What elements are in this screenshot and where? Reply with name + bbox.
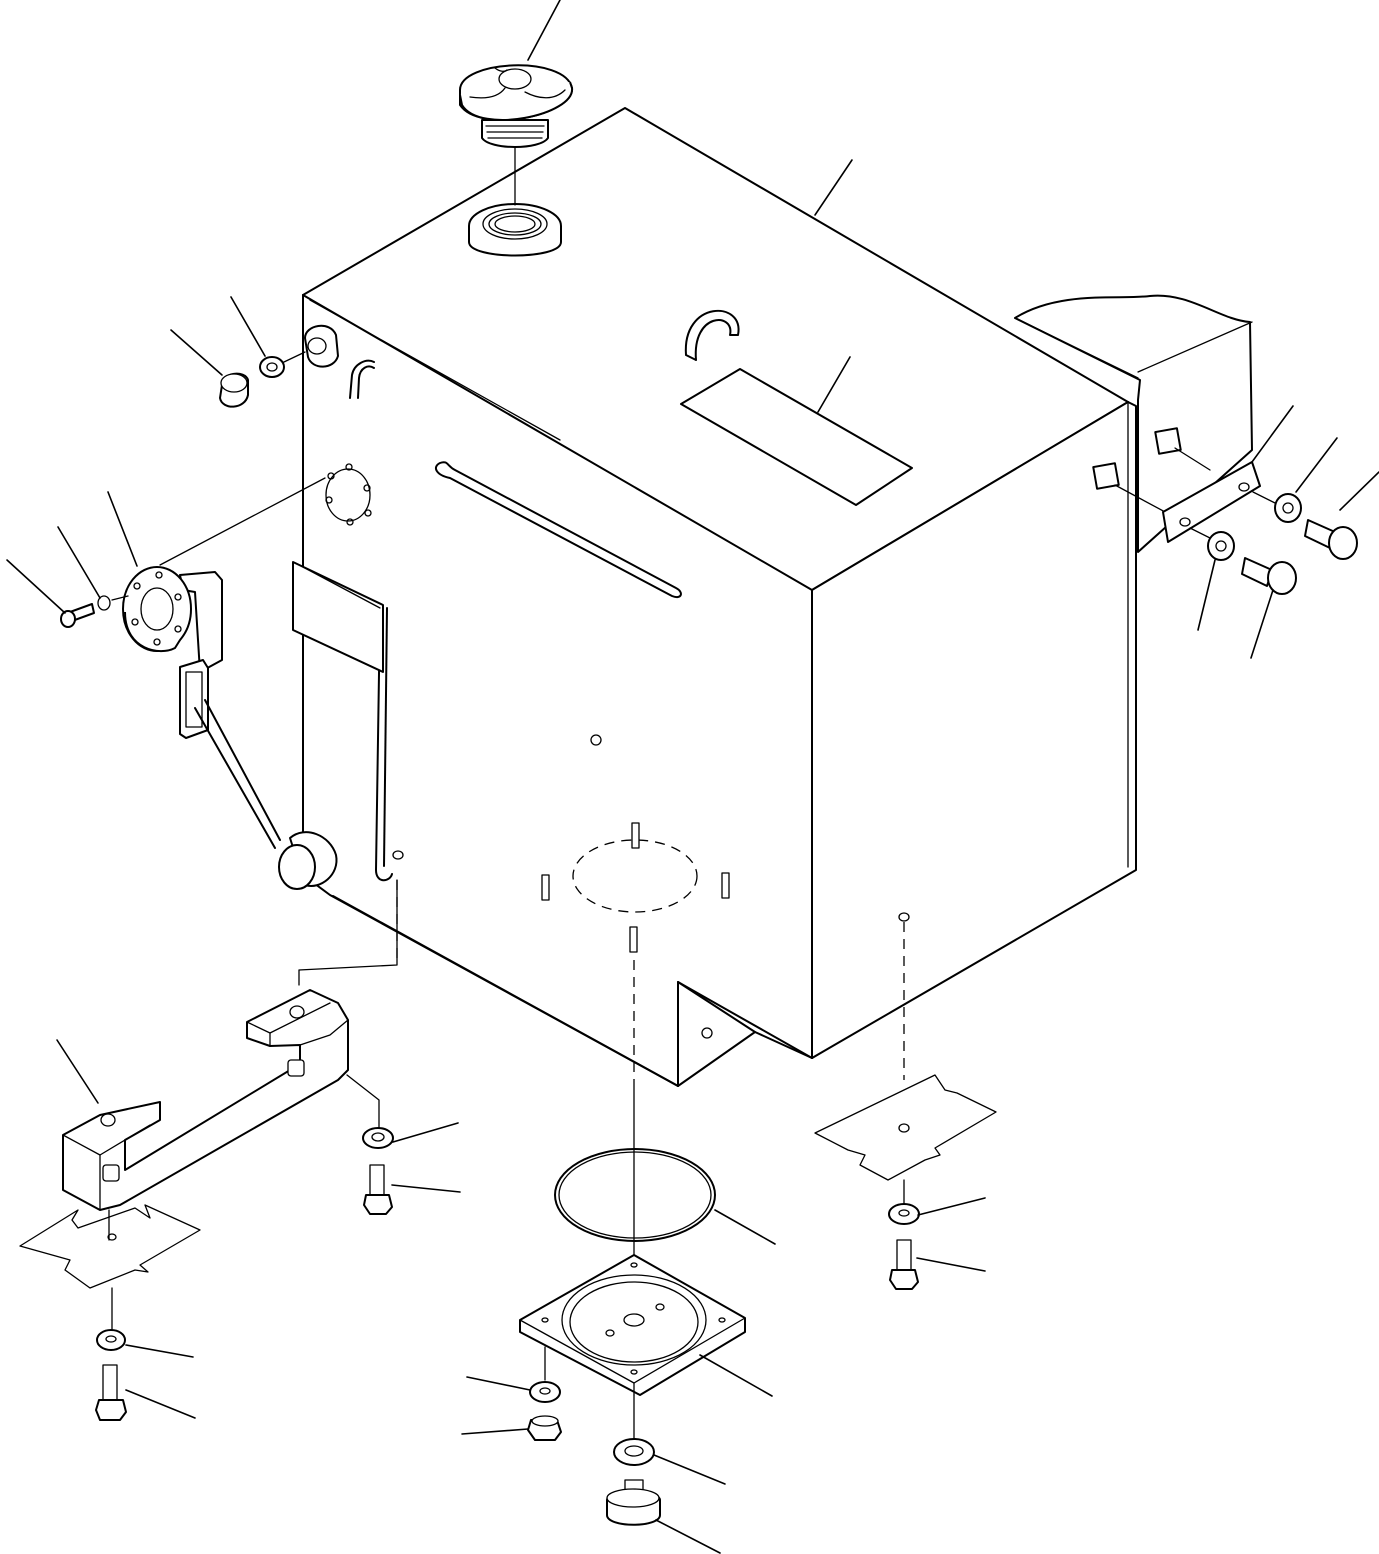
level-gauge-flange — [107, 491, 192, 652]
screw-washer-left — [6, 526, 129, 628]
name-plate — [680, 368, 913, 506]
level-gauge — [159, 463, 372, 890]
plug-washer-upper — [170, 296, 306, 408]
drain-hose — [684, 309, 740, 361]
filler-neck — [468, 203, 562, 257]
tank-body — [292, 107, 1137, 1087]
o-ring — [554, 1148, 776, 1245]
floor-plate-right — [814, 912, 997, 1290]
stud-group — [541, 822, 730, 953]
floor-plate-left — [19, 1204, 201, 1421]
cover-nut-washer — [461, 1346, 562, 1441]
strainer-cover — [519, 1254, 773, 1397]
bracket-screw-upper — [346, 1074, 461, 1215]
drain-plug — [606, 1394, 726, 1554]
support-bracket-left — [56, 850, 404, 1241]
mounting-structure — [1014, 294, 1253, 553]
bracket-right — [1092, 405, 1379, 659]
filler-cap — [459, 0, 574, 148]
